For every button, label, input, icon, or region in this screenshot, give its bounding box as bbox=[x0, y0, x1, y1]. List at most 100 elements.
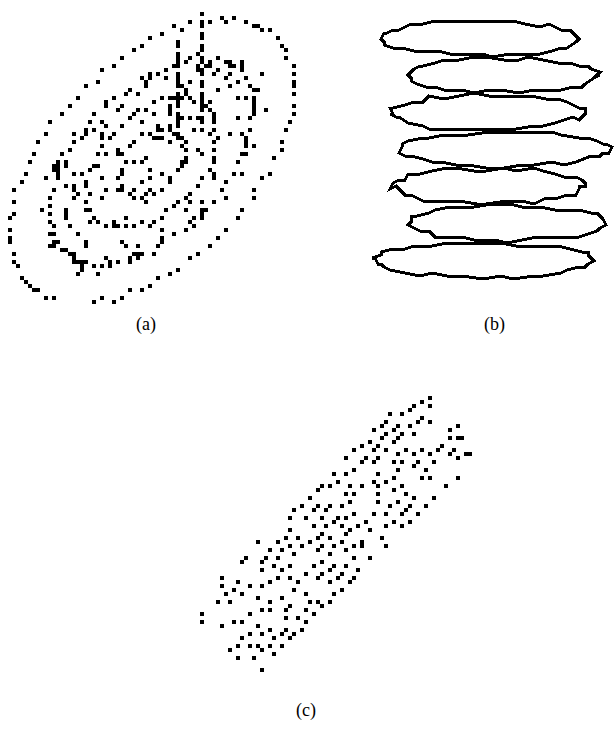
pixel-dot bbox=[268, 172, 272, 176]
pixel-dot bbox=[156, 124, 160, 128]
pixel-dot bbox=[360, 444, 364, 448]
pixel-dot bbox=[200, 104, 204, 108]
pixel-dot bbox=[376, 456, 380, 460]
pixel-dot bbox=[212, 200, 216, 204]
pixel-dot bbox=[272, 156, 276, 160]
pixel-dot bbox=[332, 520, 336, 524]
pixel-dot bbox=[404, 448, 408, 452]
pixel-dot bbox=[288, 604, 292, 608]
pixel-dot bbox=[72, 188, 76, 192]
pixel-dot bbox=[316, 548, 320, 552]
pixel-dot bbox=[328, 536, 332, 540]
pixel-dot bbox=[260, 668, 264, 672]
pixel-dot bbox=[352, 512, 356, 516]
pixel-dot bbox=[84, 132, 88, 136]
pixel-dot bbox=[320, 516, 324, 520]
pixel-dot bbox=[188, 20, 192, 24]
pixel-dot bbox=[104, 188, 108, 192]
pixel-dot bbox=[240, 132, 244, 136]
pixel-dot bbox=[244, 144, 248, 148]
pixel-dot bbox=[92, 264, 96, 268]
pixel-dot bbox=[416, 420, 420, 424]
pixel-dot bbox=[72, 252, 76, 256]
pixel-dot bbox=[124, 160, 128, 164]
pixel-dot bbox=[212, 148, 216, 152]
pixel-dot bbox=[76, 260, 80, 264]
pixel-dot bbox=[200, 96, 204, 100]
pixel-dot bbox=[308, 600, 312, 604]
pixel-dot bbox=[144, 108, 148, 112]
pixel-dot bbox=[184, 88, 188, 92]
pixel-dot bbox=[176, 84, 180, 88]
pixel-dot bbox=[80, 268, 84, 272]
pixel-dot bbox=[196, 116, 200, 120]
pixel-dot bbox=[296, 580, 300, 584]
pixel-dot bbox=[140, 180, 144, 184]
pixel-dot bbox=[136, 92, 140, 96]
pixel-dot bbox=[64, 164, 68, 168]
pixel-dot bbox=[180, 164, 184, 168]
pixel-dot bbox=[236, 580, 240, 584]
pixel-dot bbox=[396, 436, 400, 440]
pixel-dot bbox=[80, 172, 84, 176]
pixel-dot bbox=[124, 216, 128, 220]
pixel-dot bbox=[256, 644, 260, 648]
pixel-dot bbox=[316, 536, 320, 540]
pixel-dot bbox=[24, 280, 28, 284]
pixel-dot bbox=[200, 152, 204, 156]
pixel-dot bbox=[12, 212, 16, 216]
pixel-dot bbox=[52, 168, 56, 172]
pixel-dot bbox=[384, 544, 388, 548]
pixel-dot bbox=[292, 508, 296, 512]
pixel-dot bbox=[268, 548, 272, 552]
pixel-dot bbox=[368, 440, 372, 444]
pixel-dot bbox=[388, 504, 392, 508]
pixel-dot bbox=[212, 72, 216, 76]
pixel-dot bbox=[132, 224, 136, 228]
pixel-dot bbox=[248, 612, 252, 616]
pixel-dot bbox=[352, 544, 356, 548]
pixel-dot bbox=[392, 520, 396, 524]
pixel-dot bbox=[384, 448, 388, 452]
pixel-dot bbox=[180, 116, 184, 120]
pixel-dot bbox=[52, 240, 56, 244]
pixel-dot bbox=[84, 180, 88, 184]
pixel-dot bbox=[176, 132, 180, 136]
pixel-dot bbox=[272, 652, 276, 656]
pixel-dot bbox=[188, 116, 192, 120]
pixel-dot bbox=[164, 68, 168, 72]
pixel-dot bbox=[264, 108, 268, 112]
pixel-dot bbox=[48, 244, 52, 248]
pixel-dot bbox=[244, 136, 248, 140]
pixel-dot bbox=[168, 140, 172, 144]
pixel-dot bbox=[456, 424, 460, 428]
pixel-dot bbox=[176, 92, 180, 96]
pixel-dot bbox=[248, 84, 252, 88]
pixel-dot bbox=[104, 124, 108, 128]
pixel-dot bbox=[176, 44, 180, 48]
pixel-dot bbox=[136, 244, 140, 248]
pixel-dot bbox=[92, 164, 96, 168]
pixel-dot bbox=[224, 60, 228, 64]
pixel-dot bbox=[188, 192, 192, 196]
pixel-dot bbox=[196, 52, 200, 56]
pixel-dot bbox=[208, 244, 212, 248]
pixel-dot bbox=[316, 504, 320, 508]
pixel-dot bbox=[200, 92, 204, 96]
pixel-dot bbox=[200, 12, 204, 16]
pixel-dot bbox=[400, 484, 404, 488]
pixel-dot bbox=[132, 224, 136, 228]
pixel-dot bbox=[68, 148, 72, 152]
pixel-dot bbox=[12, 188, 16, 192]
pixel-dot bbox=[100, 144, 104, 148]
pixel-dot bbox=[332, 472, 336, 476]
pixel-dot bbox=[412, 464, 416, 468]
pixel-dot bbox=[236, 656, 240, 660]
pixel-dot bbox=[232, 64, 236, 68]
pixel-dot bbox=[176, 40, 180, 44]
pixel-dot bbox=[64, 160, 68, 164]
pixel-dot bbox=[228, 600, 232, 604]
pixel-dot bbox=[128, 116, 132, 120]
pixel-dot bbox=[260, 608, 264, 612]
pixel-dot bbox=[148, 188, 152, 192]
